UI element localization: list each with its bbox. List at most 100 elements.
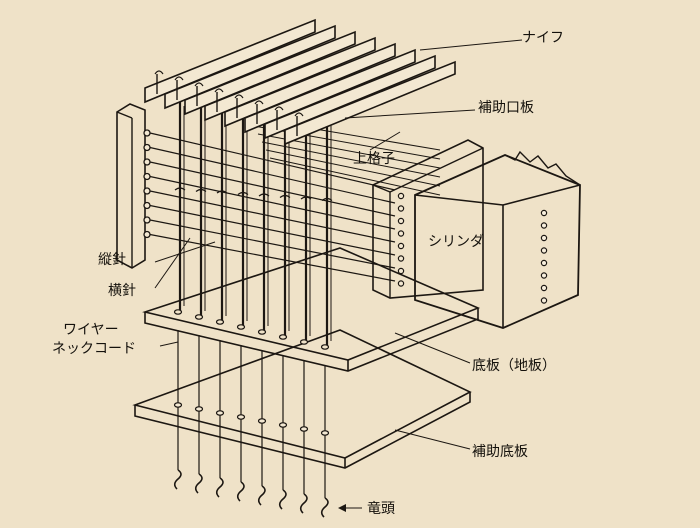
hook-ring xyxy=(236,481,245,502)
aux-board-hole xyxy=(257,418,267,424)
mouth-board-hole xyxy=(397,255,405,262)
aux-board-hole xyxy=(320,430,330,436)
aux-board-hole xyxy=(215,410,225,416)
needle-board-hole xyxy=(143,158,151,166)
knife-blade xyxy=(164,24,336,110)
cylinder-hole xyxy=(540,259,548,267)
horizontal-needle xyxy=(149,190,396,243)
cylinder-hole xyxy=(540,284,548,292)
knife-hook-top xyxy=(174,76,184,81)
needle-loop xyxy=(300,196,312,200)
cylinder-hole xyxy=(540,297,548,304)
mouth-board-hole xyxy=(397,267,405,275)
hook-ring xyxy=(299,493,308,514)
needle-board-hole xyxy=(143,143,151,152)
knife-hook-top xyxy=(154,70,164,75)
mouth-board-hole xyxy=(397,280,405,287)
label-aux-mouth-board: 補助口板 xyxy=(478,100,534,116)
upper-grid-rod xyxy=(265,149,441,187)
hook-ring xyxy=(194,473,203,494)
hook-ring xyxy=(173,469,182,490)
cylinder-hole xyxy=(540,222,548,229)
knife-blade xyxy=(284,60,456,146)
label-upper-grid: 上格子 xyxy=(353,151,395,167)
knife-blade xyxy=(144,18,316,104)
aux-board-hole xyxy=(194,406,204,412)
bottom-board-hole xyxy=(173,309,183,315)
cylinder xyxy=(414,150,581,329)
bottom-board xyxy=(142,247,481,372)
knife-blade xyxy=(204,36,376,122)
aux-board-hole xyxy=(278,422,288,428)
upper-grid-rod xyxy=(261,141,441,178)
knife-blade xyxy=(184,30,356,116)
bottom-board-hole xyxy=(299,339,309,345)
knife-blade xyxy=(264,54,436,140)
horizontal-needle xyxy=(149,233,396,282)
knife-hook-top xyxy=(294,112,304,117)
horizontal-needle xyxy=(149,161,396,217)
needle-loop xyxy=(237,191,249,195)
hook-ring xyxy=(257,485,266,506)
label-knife: ナイフ xyxy=(522,30,564,46)
cylinder-hole xyxy=(540,272,548,279)
needle-loop xyxy=(321,197,333,201)
horizontal-needle xyxy=(149,146,396,204)
needle-board-hole xyxy=(143,172,151,181)
aux-board-hole xyxy=(299,426,309,432)
mouth-board-hole xyxy=(397,192,405,200)
lower-cords xyxy=(173,330,330,498)
horizontal-needle xyxy=(149,132,396,191)
mouth-board-hole xyxy=(397,205,405,212)
aux-bottom-board xyxy=(132,329,472,469)
label-aux-bottom-board: 補助底板 xyxy=(472,444,528,460)
needle-loop xyxy=(258,193,270,197)
label-wire: ワイヤー xyxy=(63,322,119,338)
bottom-board-holes xyxy=(173,309,330,350)
needle-board-hole xyxy=(143,216,151,224)
needle-loop xyxy=(216,190,228,194)
aux-board-hole xyxy=(173,402,183,408)
knife-hook-top xyxy=(214,88,224,93)
leader-lines xyxy=(154,39,523,512)
bottom-board-hole xyxy=(194,314,204,320)
cylinder-holes xyxy=(540,209,548,304)
mouth-board-hole xyxy=(397,230,405,237)
horizontal-needle xyxy=(149,204,396,256)
label-cylinder: シリンダ xyxy=(428,234,484,250)
needle-board xyxy=(116,103,146,269)
label-hook: 竜頭 xyxy=(367,500,395,517)
aux-mouth-board-holes xyxy=(397,192,405,287)
needle-board-hole xyxy=(143,230,151,239)
bottom-board-hole xyxy=(236,324,246,330)
hook-ring xyxy=(320,497,329,518)
knife-blade xyxy=(244,48,416,134)
bottom-board-hole xyxy=(278,334,288,340)
needle-board-hole xyxy=(143,129,151,137)
knife-hook-top xyxy=(194,82,204,87)
knife-hook-top xyxy=(234,94,244,99)
mouth-board-hole xyxy=(397,217,405,225)
hook-ring xyxy=(278,489,287,510)
label-neck-cord: ネックコード xyxy=(52,341,136,357)
upper-grid-rod xyxy=(269,157,441,196)
cylinder-hole xyxy=(540,209,548,217)
hooks xyxy=(173,469,329,518)
knives xyxy=(144,18,456,146)
hook-ring xyxy=(215,477,224,498)
cylinder-hole xyxy=(540,247,548,254)
needle-loop xyxy=(174,187,186,191)
knife-hook-top xyxy=(254,100,264,105)
label-bottom-board: 底板（地板） xyxy=(472,358,556,374)
bottom-board-hole xyxy=(320,344,330,350)
needle-loop xyxy=(279,194,291,198)
mouth-board-hole xyxy=(397,242,405,250)
knife-hook-top xyxy=(274,106,284,111)
needle-board-hole xyxy=(143,187,151,195)
aux-board-hole xyxy=(236,414,246,420)
horizontal-needles xyxy=(149,132,396,282)
needle-board-hole xyxy=(143,201,151,210)
label-vertical-needle: 縦針 xyxy=(98,252,126,268)
